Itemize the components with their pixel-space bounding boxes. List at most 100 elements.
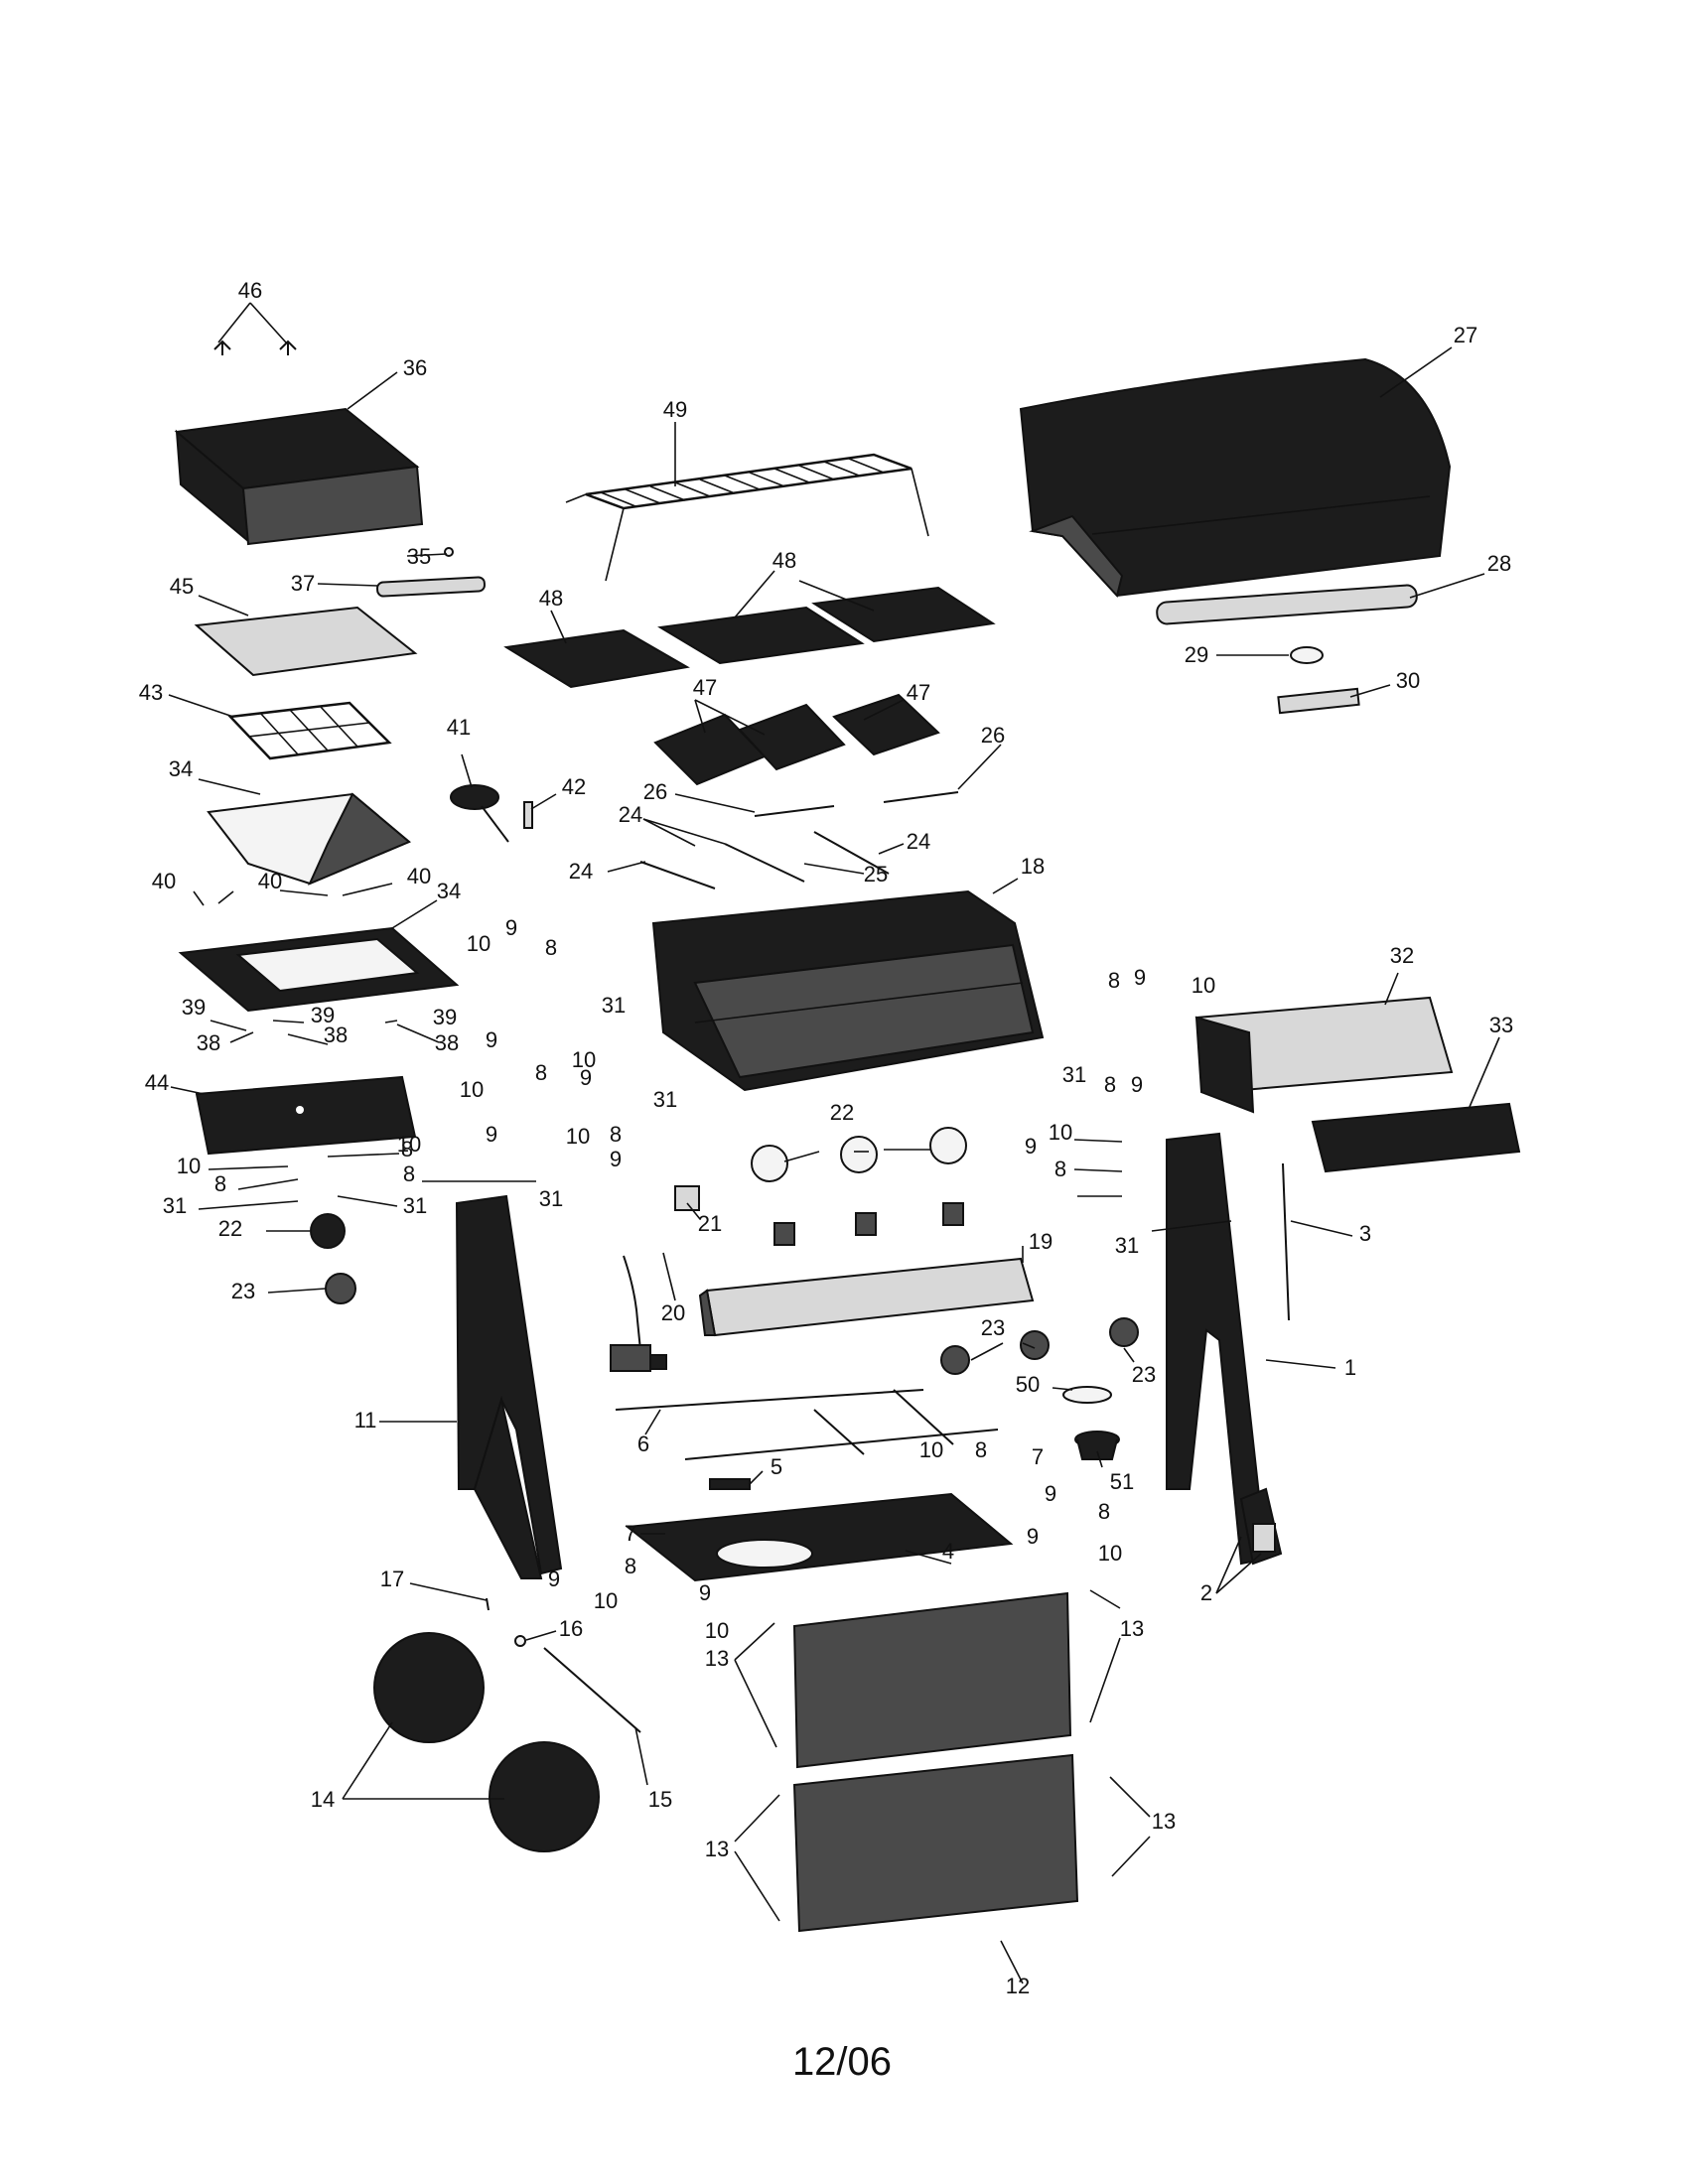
- callout-31-g: 31: [1115, 1233, 1139, 1258]
- callout-10-f: 10: [177, 1154, 201, 1178]
- callout-10-d: 10: [566, 1124, 590, 1149]
- callout-9-l: 9: [699, 1580, 711, 1605]
- callout-24-c: 24: [907, 829, 930, 854]
- callout-10-a: 10: [467, 931, 491, 956]
- callout-8-a: 8: [545, 935, 557, 960]
- callout-48-left: 48: [539, 586, 563, 611]
- callout-10-m: 10: [705, 1618, 729, 1643]
- callout-32: 32: [1390, 943, 1414, 968]
- part-16-washer: [514, 1635, 526, 1647]
- part-17-pin: [486, 1597, 490, 1611]
- callout-5: 5: [771, 1454, 782, 1479]
- callout-7-b: 7: [625, 1521, 636, 1546]
- part-29-temp-gauge: [1290, 646, 1324, 664]
- callout-7-a: 7: [1032, 1444, 1044, 1469]
- part-26-left-rod: [754, 805, 835, 817]
- callout-31-b: 31: [653, 1087, 677, 1112]
- callout-40-c: 40: [407, 864, 431, 888]
- callout-13-b: 13: [1120, 1616, 1144, 1641]
- callout-10-e: 10: [397, 1132, 421, 1157]
- callout-39-c: 39: [433, 1005, 457, 1029]
- callout-9-d: 9: [486, 1122, 497, 1147]
- callout-26-right: 26: [981, 723, 1005, 748]
- callout-50: 50: [1016, 1372, 1040, 1397]
- callout-13-d: 13: [1152, 1809, 1176, 1834]
- part-5-bracket: [709, 1478, 751, 1490]
- callout-24-a: 24: [619, 802, 642, 827]
- part-34-side-burner-bowl: [207, 792, 411, 886]
- callout-15: 15: [648, 1787, 672, 1812]
- callout-47-right: 47: [907, 680, 930, 705]
- part-48-cooking-grate-right: [811, 586, 996, 643]
- callout-9-k: 9: [548, 1567, 560, 1591]
- part-42-orifice: [523, 801, 533, 829]
- callout-8-h: 8: [1054, 1157, 1066, 1181]
- part-18-firebox: [651, 889, 1045, 1092]
- part-4-bottom-shelf: [625, 1492, 1014, 1582]
- callout-10-k: 10: [1098, 1541, 1122, 1566]
- callout-23-a: 23: [231, 1279, 255, 1303]
- callout-38-a: 38: [197, 1030, 220, 1055]
- callout-9-b: 9: [486, 1027, 497, 1052]
- part-34-side-shelf-frame: [178, 926, 460, 1013]
- callout-40-a: 40: [152, 869, 176, 893]
- callout-17: 17: [380, 1567, 404, 1591]
- callout-40-b: 40: [258, 869, 282, 893]
- callout-9-c: 9: [580, 1065, 592, 1090]
- callout-10-c: 10: [572, 1047, 596, 1072]
- part-27-main-grill-lid: [1019, 357, 1452, 599]
- callout-21: 21: [698, 1211, 722, 1236]
- callout-39-a: 39: [182, 995, 206, 1020]
- part-15-axle: [543, 1647, 641, 1733]
- part-11-left-cart-leg: [455, 1194, 563, 1579]
- callout-8-f: 8: [403, 1161, 415, 1186]
- callout-25: 25: [864, 862, 888, 887]
- callout-9-i: 9: [1045, 1481, 1056, 1506]
- part-41-side-burner: [450, 784, 509, 843]
- part-44-side-control-panel: [195, 1075, 417, 1156]
- part-22-burner-cup-1: [751, 1145, 788, 1182]
- callout-47-left: 47: [693, 675, 717, 700]
- part-48-cooking-grate-left: [503, 628, 690, 689]
- part-23-knob-2: [1020, 1330, 1050, 1360]
- callout-8-e: 8: [214, 1171, 226, 1196]
- part-12-cabinet-door-top: [792, 1591, 1072, 1769]
- callout-8-c: 8: [610, 1122, 622, 1147]
- callout-10-j: 10: [919, 1437, 943, 1462]
- callout-34-frame: 34: [437, 879, 461, 903]
- callout-31-c: 31: [539, 1186, 563, 1211]
- callout-29: 29: [1185, 642, 1208, 667]
- callout-2: 2: [1200, 1580, 1212, 1605]
- callout-8-b: 8: [535, 1060, 547, 1085]
- part-22-burner-cup-3: [929, 1127, 967, 1164]
- callout-8-i: 8: [1108, 968, 1120, 993]
- part-45-side-burner-plate: [194, 606, 418, 677]
- callout-13-c: 13: [705, 1837, 729, 1861]
- part-48-cooking-grate-center: [657, 606, 865, 665]
- part-2-caster-base: [1252, 1523, 1276, 1553]
- callout-9-e: 9: [610, 1147, 622, 1171]
- callout-31-d: 31: [163, 1193, 187, 1218]
- part-6-cross-brace-mid: [813, 1409, 865, 1455]
- part-36-side-burner-lid: [174, 407, 424, 546]
- callout-38-b: 38: [324, 1023, 348, 1047]
- callout-11: 11: [354, 1408, 377, 1433]
- callout-41: 41: [447, 715, 471, 740]
- callout-24-b: 24: [569, 859, 593, 884]
- callout-30: 30: [1396, 668, 1420, 693]
- part-28-lid-handle: [1156, 584, 1418, 625]
- part-6-cross-brace-side: [893, 1389, 954, 1445]
- callout-49: 49: [663, 397, 687, 422]
- part-49-warming-rack: [565, 453, 929, 582]
- callout-33: 33: [1489, 1013, 1513, 1037]
- part-1-right-cart-leg: [1166, 1132, 1283, 1566]
- part-20-manifold-regulator: [610, 1255, 667, 1372]
- callout-39-b: 39: [311, 1003, 335, 1027]
- callout-18: 18: [1021, 854, 1045, 879]
- part-12-cabinet-door-bottom: [792, 1753, 1079, 1933]
- callout-8-g: 8: [1104, 1072, 1116, 1097]
- part-24-burner-right: [813, 831, 890, 875]
- callout-45: 45: [170, 574, 194, 599]
- callout-31-a: 31: [602, 993, 626, 1018]
- part-valves: [773, 1202, 964, 1246]
